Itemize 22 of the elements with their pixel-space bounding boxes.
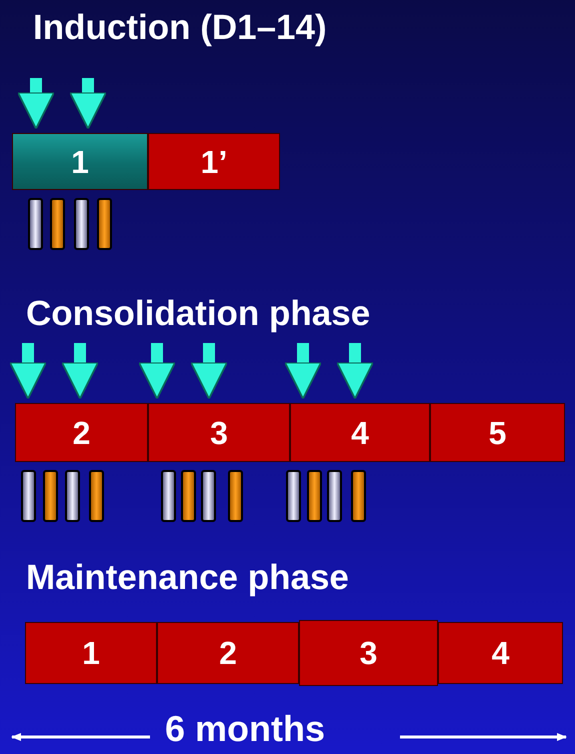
arrow bbox=[17, 78, 55, 130]
arrow bbox=[284, 343, 322, 400]
section-label: Maintenance phase bbox=[26, 557, 349, 599]
cycle-block: 4 bbox=[290, 403, 430, 462]
cycle-block: 3 bbox=[148, 403, 290, 462]
arrow bbox=[69, 78, 107, 130]
section-label: 6 months bbox=[165, 707, 326, 751]
arrow bbox=[138, 343, 176, 400]
cycle-block: 3 bbox=[299, 620, 438, 686]
title: Induction (D1–14) bbox=[33, 7, 327, 49]
cycle-block: 2 bbox=[15, 403, 148, 462]
arrow bbox=[61, 343, 99, 400]
cycle-block: 5 bbox=[430, 403, 565, 462]
arrow bbox=[336, 343, 374, 400]
cycle-block: 4 bbox=[438, 622, 563, 684]
cycle-block: 1 bbox=[25, 622, 157, 684]
arrow bbox=[190, 343, 228, 400]
cycle-block: 2 bbox=[157, 622, 299, 684]
section-label: Consolidation phase bbox=[26, 293, 370, 335]
cycle-block: 1’ bbox=[148, 133, 280, 190]
arrow bbox=[9, 343, 47, 400]
induction-block: 1 bbox=[12, 133, 148, 190]
